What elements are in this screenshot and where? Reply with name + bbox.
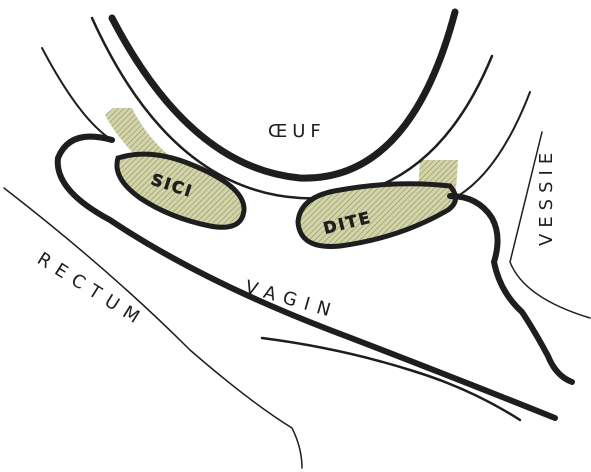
decidua-right-lobe bbox=[298, 184, 456, 247]
label-rectum: RECTUM bbox=[33, 248, 149, 332]
uterine-wall bbox=[42, 48, 112, 140]
rectum-outline bbox=[4, 188, 302, 468]
label-vessie: VESSIE bbox=[536, 147, 557, 246]
uterine-wall-right bbox=[458, 92, 530, 196]
label-oeuf: ŒUF bbox=[268, 121, 326, 142]
